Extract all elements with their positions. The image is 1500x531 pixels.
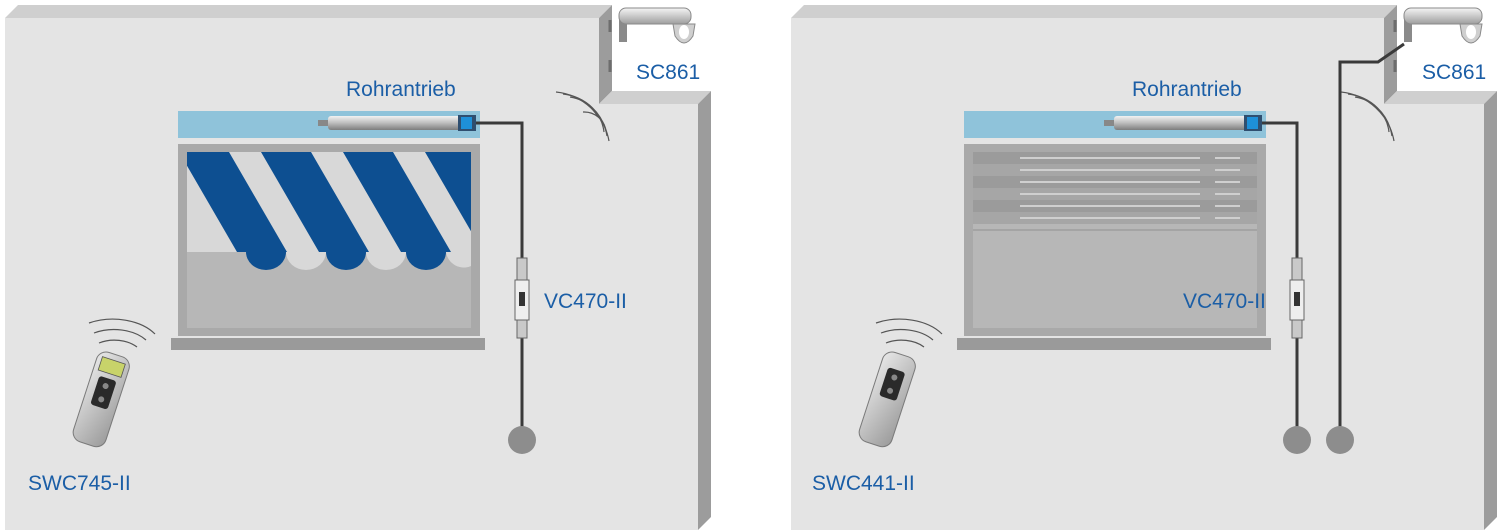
switch-knob-icon (1283, 426, 1311, 454)
window-shutter (957, 144, 1271, 350)
window-awning (171, 144, 485, 350)
sensor-signal-icon (1340, 91, 1395, 142)
remote-signal-icon (88, 318, 156, 348)
sensor-label: SC861 (1422, 61, 1486, 84)
controller-label: VC470-II (544, 290, 627, 313)
sensor-signal-icon (555, 91, 610, 142)
switch-knob-icon (508, 426, 536, 454)
weather-sensor-icon (1403, 7, 1483, 44)
controller-label: VC470-II (1183, 290, 1266, 313)
awning-stripes (187, 152, 471, 252)
remote-control-icon (858, 351, 916, 448)
sensor-label: SC861 (636, 61, 700, 84)
cable (1262, 42, 1405, 428)
panel-right: SC861 Rohrantrieb (791, 5, 1497, 530)
shutter-slats (973, 152, 1257, 231)
motor-label: Rohrantrieb (346, 78, 456, 101)
window-sill (171, 338, 485, 350)
remote-signal-icon (875, 318, 943, 348)
motor-label: Rohrantrieb (1132, 78, 1242, 101)
cable (476, 121, 524, 428)
controller-icon (514, 257, 530, 339)
remote-control-icon (72, 351, 130, 448)
tubular-motor-icon (1104, 115, 1262, 131)
sensor-knob-icon (1326, 426, 1354, 454)
weather-sensor-icon (618, 7, 696, 44)
tubular-motor-icon (318, 115, 476, 131)
panel-left: SC861 Rohrantrieb (5, 5, 711, 530)
window-sill (957, 338, 1271, 350)
remote-label: SWC745-II (28, 472, 131, 495)
controller-icon (1289, 257, 1305, 339)
remote-label: SWC441-II (812, 472, 915, 495)
